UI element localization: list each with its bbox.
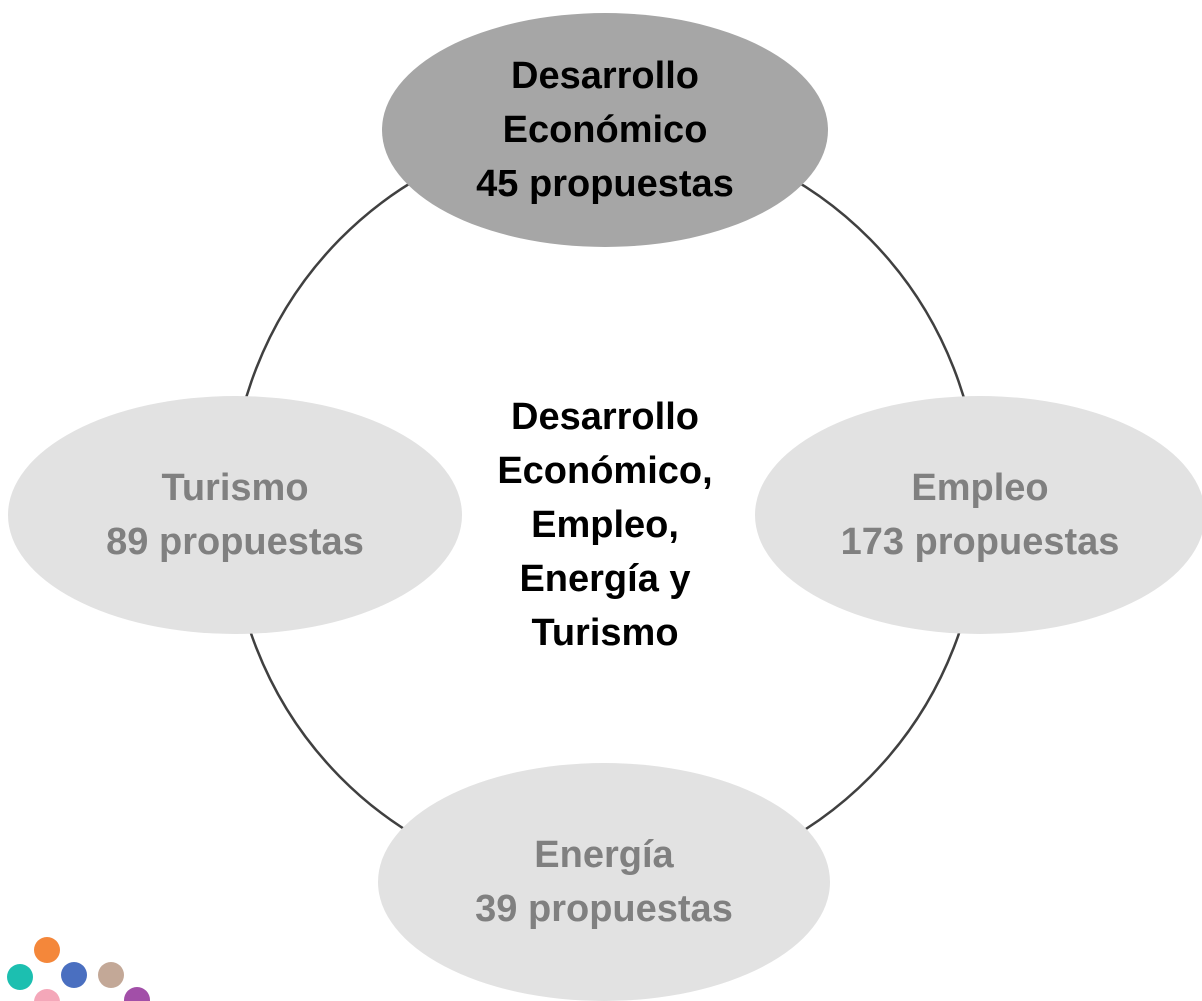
center-line-3: Empleo,	[531, 504, 679, 546]
node-empleo: Empleo 173 propuestas	[755, 396, 1202, 634]
center-line-4: Energía y	[519, 558, 691, 600]
node-desarrollo-economico: Desarrollo Económico 45 propuestas	[382, 13, 828, 247]
node-count: 45 propuestas	[476, 163, 734, 205]
node-count: 89 propuestas	[106, 521, 364, 563]
node-title: Empleo	[911, 467, 1049, 509]
node-count: 173 propuestas	[840, 521, 1120, 563]
node-title-line-1: Desarrollo	[511, 55, 699, 97]
node-energia: Energía 39 propuestas	[378, 763, 830, 1001]
node-count: 39 propuestas	[475, 888, 733, 930]
center-line-2: Económico,	[497, 450, 713, 492]
node-title: Turismo	[161, 467, 309, 509]
center-title: Desarrollo Económico, Empleo, Energía y …	[455, 390, 755, 660]
node-title-line-2: Económico	[502, 109, 708, 151]
node-turismo: Turismo 89 propuestas	[8, 396, 462, 634]
node-title: Energía	[534, 834, 674, 876]
center-line-1: Desarrollo	[511, 396, 699, 438]
center-line-5: Turismo	[531, 612, 679, 654]
